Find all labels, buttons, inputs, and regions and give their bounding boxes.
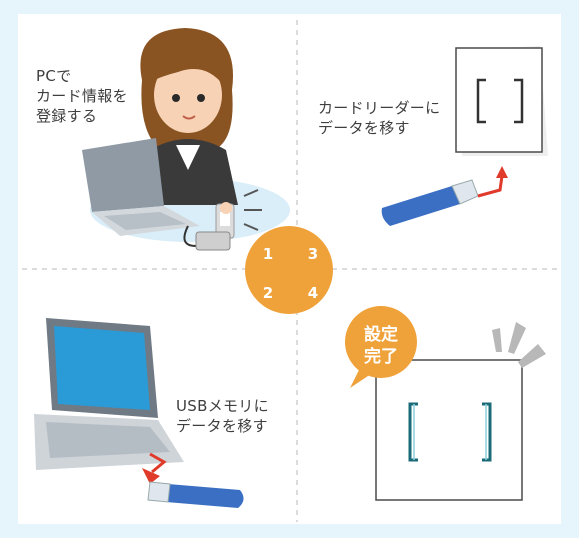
arrow-icon-top — [477, 166, 508, 198]
step-number-1: 1 — [262, 245, 274, 263]
arrow-icon-bottom — [142, 452, 167, 484]
laptop-icon — [34, 318, 184, 470]
card-reader-icon-complete — [375, 359, 523, 501]
usb-stick-icon-top — [381, 179, 479, 226]
caption-step-2: USBメモリに データを移す — [176, 397, 269, 435]
ring-lines-icon — [492, 322, 546, 368]
complete-bubble — [345, 306, 417, 388]
woman-at-laptop-icon — [82, 28, 290, 251]
card-reader-icon — [455, 46, 548, 156]
complete-bubble-label: 設定 完了 — [364, 325, 398, 367]
step-number-3: 3 — [307, 245, 319, 263]
caption-step-1: PCで カード情報を 登録する — [36, 67, 128, 125]
step-circle — [245, 226, 333, 314]
caption-step-3: カードリーダーに データを移す — [318, 99, 441, 137]
step-number-4: 4 — [307, 284, 319, 302]
step-number-2: 2 — [262, 284, 274, 302]
usb-stick-icon-bottom — [147, 481, 244, 508]
